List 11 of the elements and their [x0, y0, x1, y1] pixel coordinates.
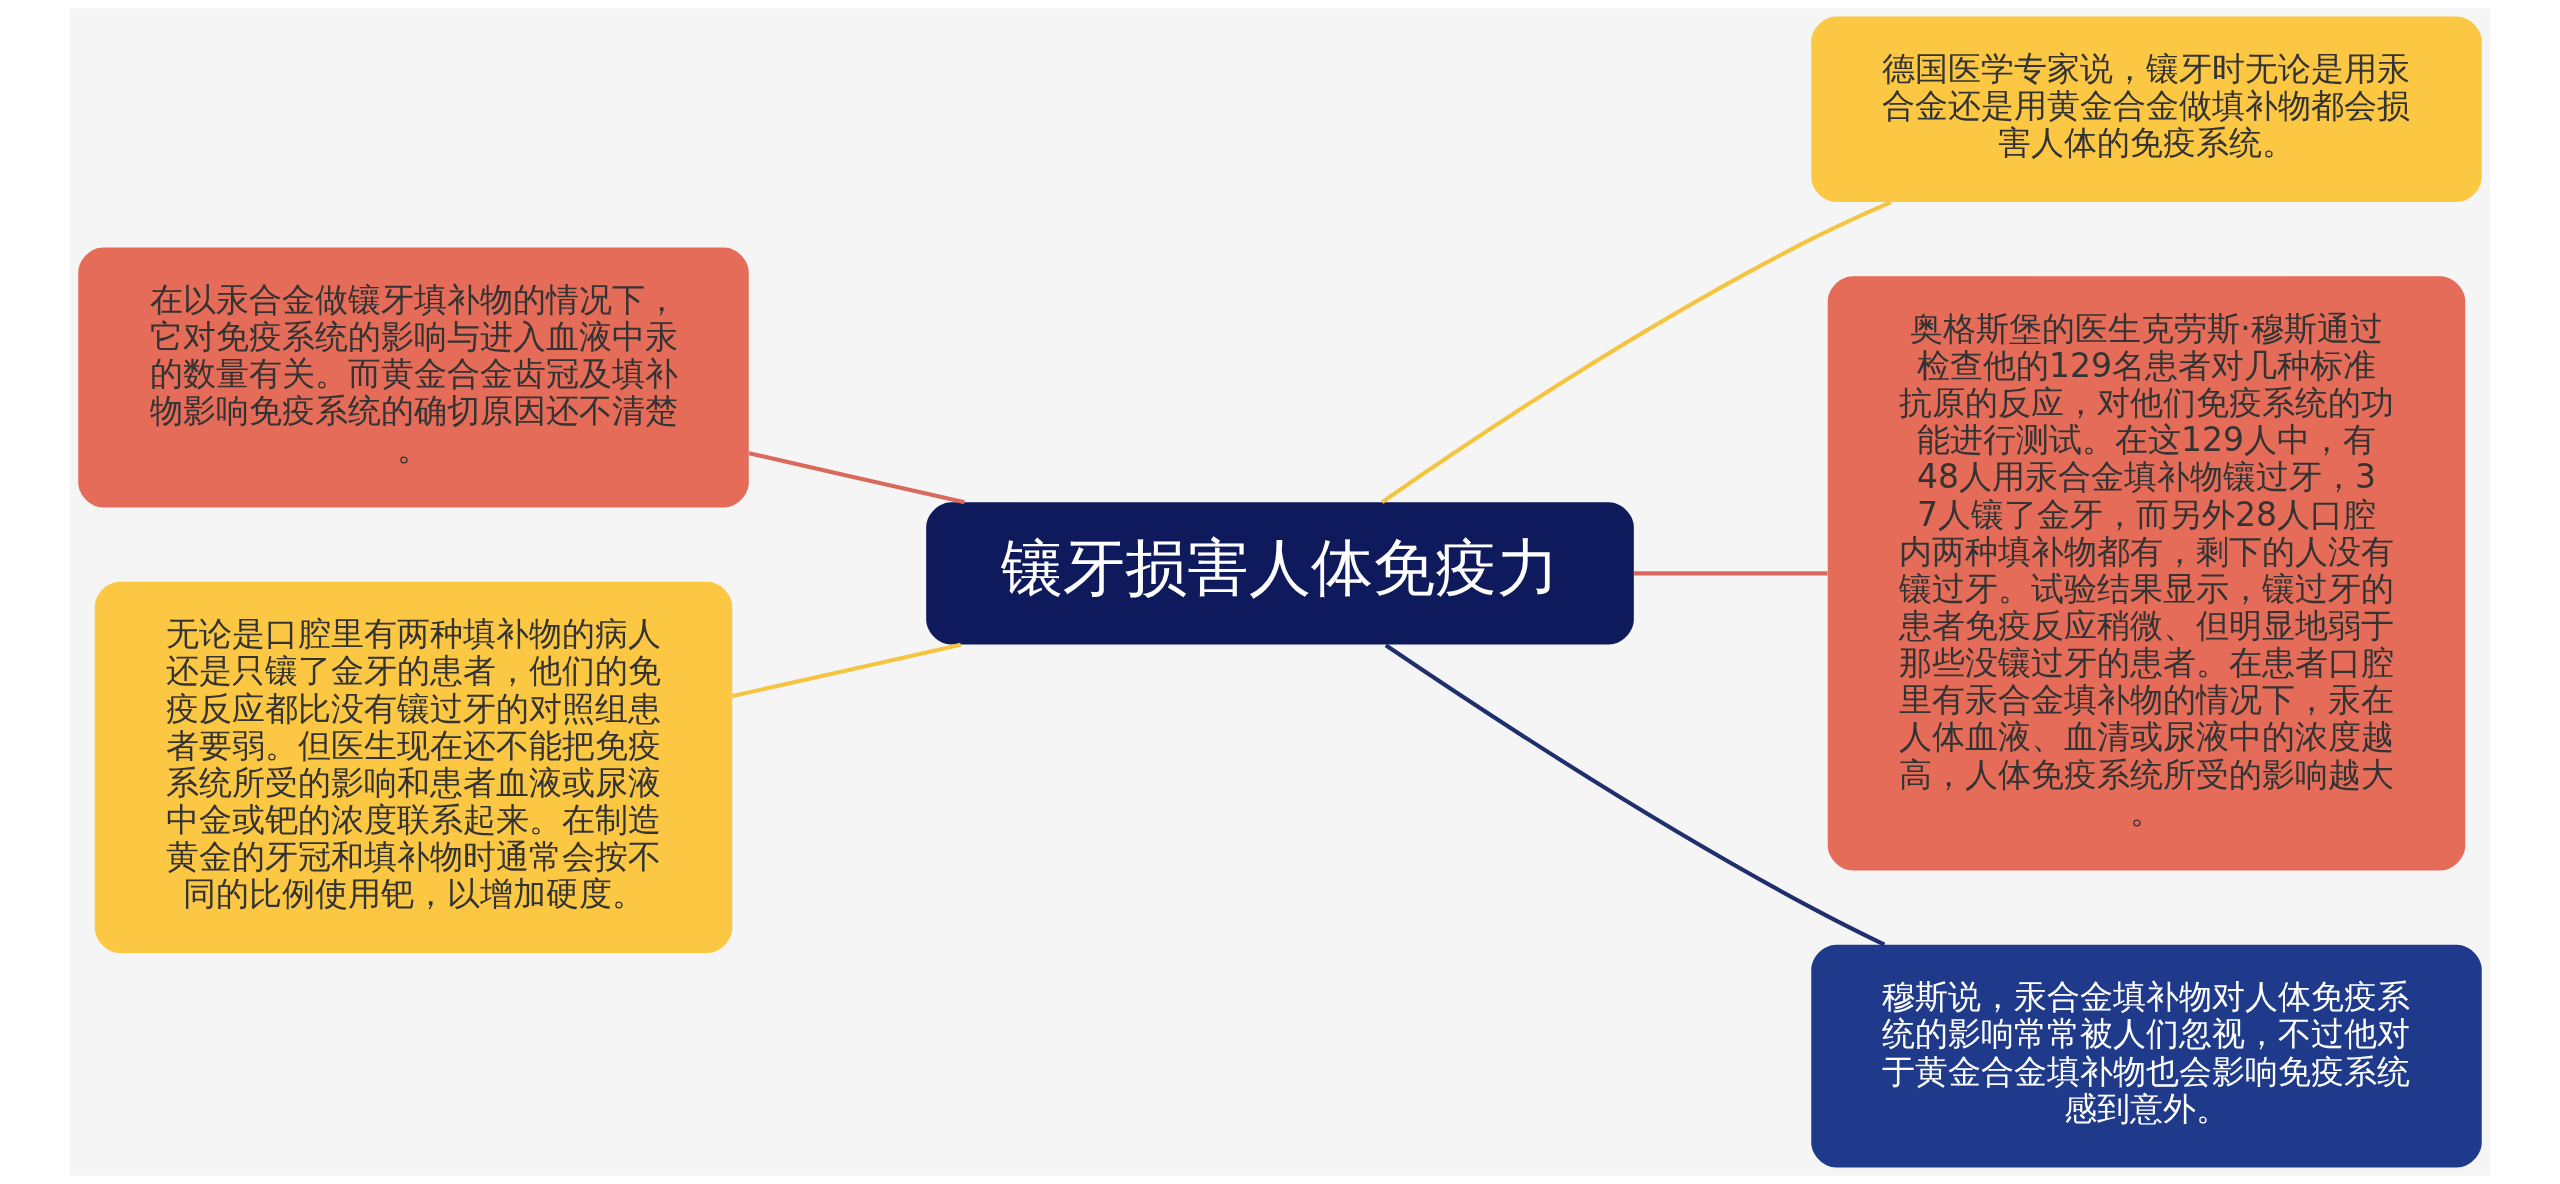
connector — [1384, 643, 1886, 947]
node-box: 无论是口腔里有两种填补物的病人还是只镶了金牙的患者，他们的免疫反应都比没有镶过牙的对照组患者要弱。但医生现在还不能把免疫系统所受的影响和患者血液或尿液中金或钯的浓度联系起来。在制造黄金的牙冠和填补物时通常会按不同的比例使用钯，以增加硬度。 — [94, 581, 733, 954]
node-box: 奥格斯堡的医生克劳斯·穆斯通过检查他的129名患者对几种标准抗原的反应，对他们免疫系统的功能进行测试。在这129人中，有48人用汞合金填补物镶过牙，37人镶了金牙，而另外28人口腔内两种填补物都有，剩下的人没有镶过牙。试验结果显示，镶过牙的患者免疫反应稍微、但明显地弱于那些没镶过牙的患者。在患者口腔里有汞合金填补物的情况下，汞在人体血液、血清或尿液中的浓度越高，人体免疫系统所受的影响越大。 — [1827, 276, 2466, 871]
connector — [1380, 200, 1892, 504]
connector — [1634, 571, 1828, 576]
node-box: 德国医学专家说，镶牙时无论是用汞合金还是用黄金合金做填补物都会损害人体的免疫系统。 — [1811, 16, 2482, 203]
node-box: 在以汞合金做镶牙填补物的情况下，它对免疫系统的影响与进入血液中汞的数量有关。而黄金合金齿冠及填补物影响免疫系统的确切原因还不清楚。 — [78, 247, 749, 508]
node-box: 镶牙损害人体免疫力 — [926, 502, 1634, 645]
node-box: 穆斯说，汞合金填补物对人体免疫系统的影响常常被人们忽视，不过他对于黄金合金填补物也会影响免疫系统感到意外。 — [1811, 944, 2482, 1168]
connector — [748, 451, 965, 505]
connector — [731, 642, 962, 699]
